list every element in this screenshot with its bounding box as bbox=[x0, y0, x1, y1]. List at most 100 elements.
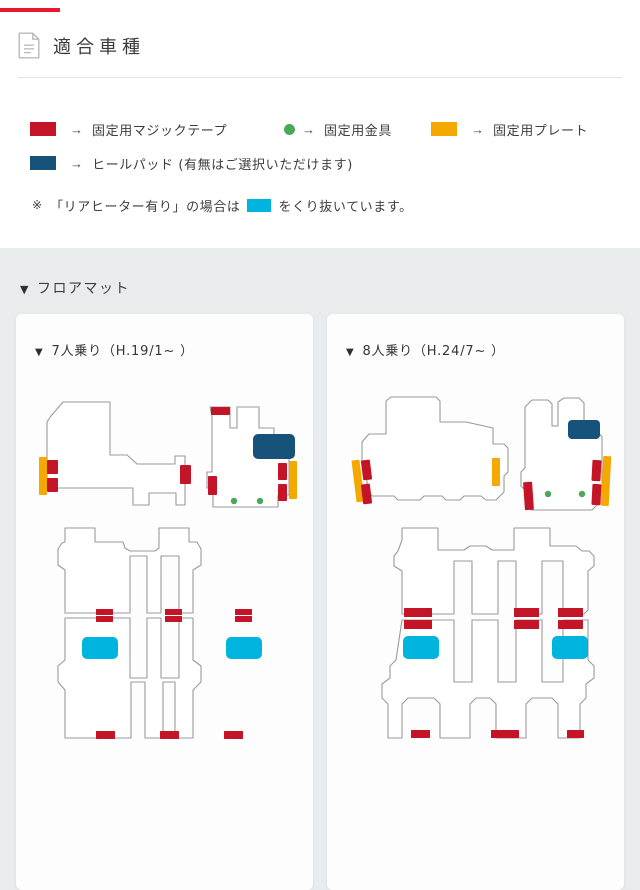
panel-8-seater[interactable]: ▼ 8人乗り（H.24/7~ ） bbox=[327, 314, 624, 890]
panel-title-7-seater[interactable]: ▼ 7人乗り（H.19/1~ ） bbox=[35, 340, 194, 359]
legend-arrow: → bbox=[70, 155, 83, 171]
legend-label-metal-fitting: 固定用金具 bbox=[324, 123, 393, 139]
velcro bbox=[96, 731, 115, 739]
chevron-down-icon: ▼ bbox=[20, 283, 30, 296]
velcro bbox=[514, 608, 539, 617]
legend-label-velcro-tape: 固定用マジックテープ bbox=[92, 123, 228, 139]
heel-pad-7 bbox=[253, 434, 295, 459]
velcro bbox=[208, 476, 217, 495]
legend-arrow: → bbox=[70, 121, 83, 137]
plate-front-left bbox=[39, 457, 47, 495]
mat-diagram-8-seater bbox=[336, 360, 615, 885]
velcro bbox=[224, 731, 243, 739]
metal-fittings-8 bbox=[544, 490, 586, 498]
front-passenger-mat-7 bbox=[46, 401, 186, 506]
chevron-down-icon: ▼ bbox=[35, 347, 44, 358]
note-text-after: をくり抜いています。 bbox=[278, 199, 413, 215]
velcro bbox=[47, 478, 58, 492]
rear-heater-cyan-swatch bbox=[247, 198, 272, 212]
title-divider bbox=[18, 77, 622, 78]
front-driver-mat-8 bbox=[520, 397, 603, 511]
fitting-dot bbox=[544, 490, 552, 498]
legend-row-2: → ヒールパッド (有無はご選択いただけます) bbox=[30, 146, 620, 180]
panel-title-8-seater[interactable]: ▼ 8人乗り（H.24/7~ ） bbox=[346, 340, 505, 359]
plate-front-right bbox=[289, 461, 297, 499]
third-row-mat-7 bbox=[57, 617, 202, 739]
velcro bbox=[165, 616, 182, 622]
velcro bbox=[360, 483, 373, 505]
fitting-dot bbox=[230, 497, 238, 505]
panel-title-label: 8人乗り（H.24/7~ ） bbox=[362, 344, 505, 359]
velcro bbox=[411, 730, 430, 738]
fitting-dot bbox=[256, 497, 264, 505]
legend-arrow: → bbox=[471, 121, 484, 137]
heel-pad-swatch bbox=[30, 156, 56, 170]
section-title-label: フロアマット bbox=[36, 281, 130, 297]
rear-heater-cutouts-7 bbox=[82, 637, 262, 659]
second-row-mat-8 bbox=[393, 527, 595, 615]
top-accent-bar bbox=[0, 8, 60, 12]
velcro-tapes-8 bbox=[360, 459, 602, 738]
fixing-plates-8 bbox=[351, 455, 612, 507]
heater-cutout bbox=[403, 636, 439, 659]
velcro bbox=[211, 407, 230, 415]
velcro-tape-swatch bbox=[30, 122, 56, 136]
header-block: 適合車種 → 固定用マジックテープ → 固定用金具 → 固定用プレート bbox=[0, 12, 640, 248]
front-passenger-mat-8 bbox=[361, 396, 509, 501]
note-mark-icon: ※ bbox=[32, 198, 43, 212]
velcro bbox=[404, 620, 432, 629]
plate-front-left bbox=[351, 459, 365, 503]
heater-cutout bbox=[82, 637, 118, 659]
velcro bbox=[180, 465, 191, 484]
section-title-floor-mat[interactable]: ▼ フロアマット bbox=[20, 278, 130, 298]
velcro bbox=[567, 730, 584, 738]
legend-arrow: → bbox=[302, 121, 315, 137]
plate-driver-right bbox=[600, 455, 612, 507]
legend: → 固定用マジックテープ → 固定用金具 → 固定用プレート → ヒールパッド … bbox=[30, 112, 620, 222]
velcro bbox=[558, 608, 583, 617]
legend-note: ※ 「リアヒーター有り」の場合は をくり抜いています。 bbox=[30, 188, 620, 222]
page-title: 適合車種 bbox=[53, 36, 145, 58]
heel-pad-8 bbox=[568, 420, 600, 439]
velcro bbox=[591, 483, 602, 506]
plate-front-right bbox=[492, 458, 500, 486]
legend-item-heel-pad: → ヒールパッド (有無はご選択いただけます) bbox=[30, 154, 353, 173]
document-note-icon bbox=[18, 32, 40, 59]
panel-7-seater[interactable]: ▼ 7人乗り（H.19/1~ ） bbox=[16, 314, 313, 890]
heater-cutout bbox=[226, 637, 262, 659]
velcro bbox=[558, 620, 583, 629]
metal-fitting-swatch bbox=[284, 123, 295, 135]
legend-item-velcro-tape: → 固定用マジックテープ bbox=[30, 120, 276, 139]
note-text-before: 「リアヒーター有り」の場合は bbox=[50, 199, 241, 215]
chevron-down-icon: ▼ bbox=[346, 347, 355, 358]
page-title-row: 適合車種 bbox=[18, 32, 145, 59]
legend-label-heel-pad: ヒールパッド (有無はご選択いただけます) bbox=[92, 157, 353, 173]
mat-diagram-7-seater bbox=[25, 360, 304, 885]
legend-item-metal-fitting: → 固定用金具 bbox=[276, 120, 431, 139]
velcro bbox=[523, 481, 534, 511]
velcro bbox=[514, 620, 539, 629]
legend-label-fixing-plate: 固定用プレート bbox=[493, 123, 589, 139]
velcro bbox=[47, 460, 58, 474]
velcro bbox=[165, 609, 182, 615]
velcro-tapes-7 bbox=[47, 407, 287, 739]
velcro bbox=[235, 609, 252, 615]
velcro bbox=[360, 459, 373, 481]
second-row-mat-7 bbox=[57, 527, 202, 614]
metal-fittings-7 bbox=[230, 497, 264, 505]
velcro bbox=[96, 616, 113, 622]
velcro bbox=[278, 484, 287, 501]
legend-row-1: → 固定用マジックテープ → 固定用金具 → 固定用プレート bbox=[30, 112, 620, 146]
velcro bbox=[235, 616, 252, 622]
velcro bbox=[491, 730, 519, 738]
velcro bbox=[160, 731, 179, 739]
heater-cutout bbox=[552, 636, 588, 659]
fitting-dot bbox=[578, 490, 586, 498]
velcro bbox=[278, 463, 287, 480]
rear-heater-cutouts-8 bbox=[403, 636, 588, 659]
fixing-plates-7 bbox=[39, 457, 297, 499]
fixing-plate-swatch bbox=[431, 122, 457, 136]
velcro bbox=[591, 459, 602, 482]
velcro bbox=[404, 608, 432, 617]
panel-title-label: 7人乗り（H.19/1~ ） bbox=[51, 344, 194, 359]
